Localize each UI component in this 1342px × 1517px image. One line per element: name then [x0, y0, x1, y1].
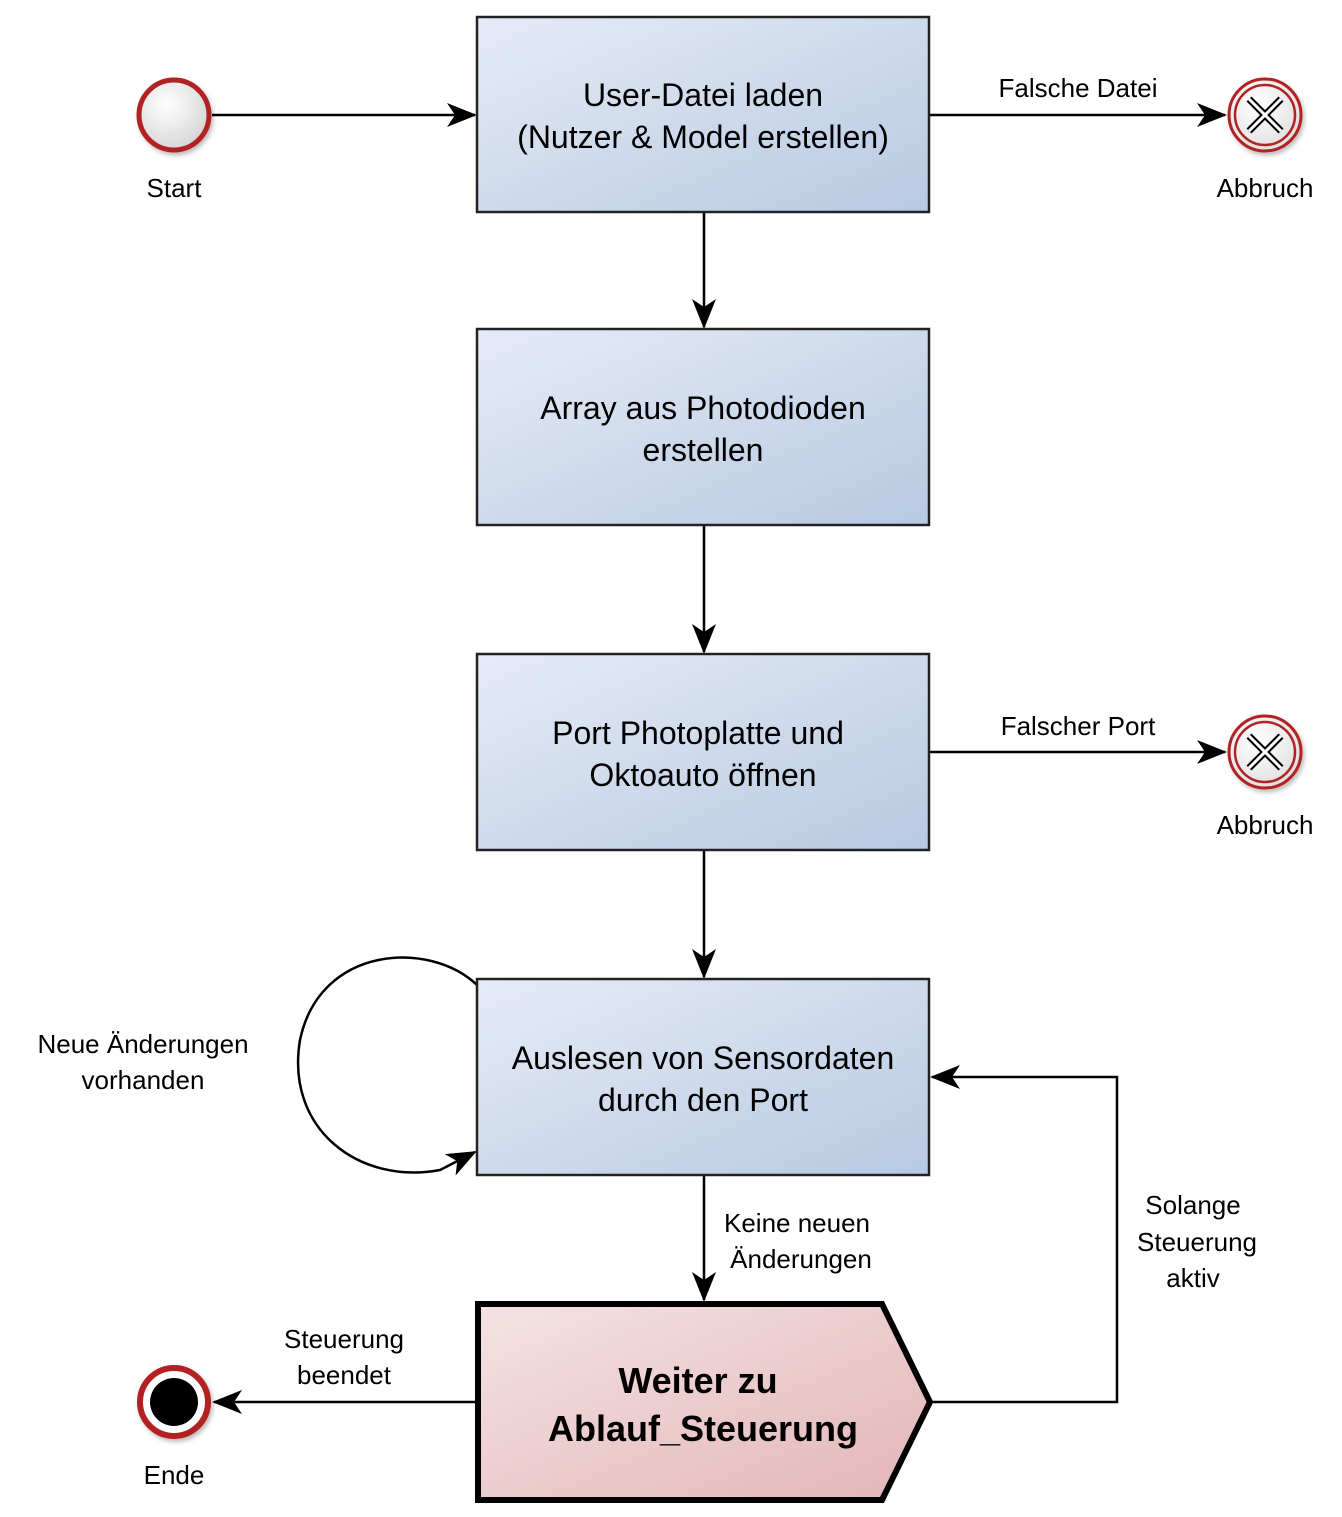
edge-label-wrong-port: Falscher Port: [1001, 711, 1156, 741]
task-box: [475, 977, 931, 1177]
edge-label-new-changes-line2: vorhanden: [82, 1065, 205, 1095]
task-label-line2: (Nutzer & Model erstellen): [517, 119, 889, 155]
task-load-user-file: User-Datei laden (Nutzer & Model erstell…: [475, 15, 931, 214]
task-label-line1: Auslesen von Sensordaten: [512, 1040, 894, 1076]
cancel-inner-ring: [1233, 83, 1297, 147]
edge-label-no-new-changes-line1: Keine neuen: [724, 1208, 870, 1238]
end-inner-dot: [150, 1378, 198, 1426]
task-create-array: Array aus Photodioden erstellen: [475, 327, 931, 527]
abort-label-1: Abbruch: [1217, 173, 1314, 203]
edge-label-while-active-line1: Solange: [1145, 1190, 1240, 1220]
task-label-line1: User-Datei laden: [583, 77, 823, 113]
task-box: [475, 652, 931, 852]
end-event: Ende: [137, 1365, 211, 1490]
start-label: Start: [147, 173, 203, 203]
edges: [212, 103, 1227, 1414]
abort-label-2: Abbruch: [1217, 810, 1314, 840]
start-event: Start: [136, 77, 212, 203]
task-box: [475, 327, 931, 527]
cancel-end-event-1: Abbruch: [1217, 77, 1314, 203]
edge-label-wrong-file: Falsche Datei: [999, 73, 1158, 103]
task-open-port: Port Photoplatte und Oktoauto öffnen: [475, 652, 931, 852]
edge-label-while-active-line3: aktiv: [1166, 1263, 1219, 1293]
task-label-line1: Port Photoplatte und: [552, 715, 844, 751]
task-label-line2: erstellen: [643, 432, 764, 468]
task-label-line2: Oktoauto öffnen: [589, 757, 816, 793]
task-box: [475, 15, 931, 214]
link-next-control: Weiter zu Ablauf_Steuerung: [475, 1301, 934, 1503]
link-shape: [475, 1301, 934, 1503]
end-label: Ende: [144, 1460, 205, 1490]
edge-while-active: [930, 1065, 1119, 1404]
cancel-inner-ring: [1233, 720, 1297, 784]
link-label-line1: Weiter zu: [618, 1360, 777, 1401]
task-label-line1: Array aus Photodioden: [540, 390, 866, 426]
edge-label-new-changes-line1: Neue Änderungen: [37, 1029, 248, 1059]
cancel-end-event-2: Abbruch: [1217, 714, 1314, 840]
edge-label-control-ended-line1: Steuerung: [284, 1324, 404, 1354]
task-read-sensor-data: Auslesen von Sensordaten durch den Port: [475, 977, 931, 1177]
edge-label-control-ended-line2: beendet: [297, 1360, 392, 1390]
edge-self-loop-new-changes: [297, 956, 478, 1176]
task-label-line2: durch den Port: [598, 1082, 808, 1118]
start-circle: [136, 77, 212, 153]
link-label-line2: Ablauf_Steuerung: [548, 1408, 858, 1449]
edge-label-no-new-changes-line2: Änderungen: [730, 1244, 872, 1274]
edge-label-while-active-line2: Steuerung: [1137, 1227, 1257, 1257]
